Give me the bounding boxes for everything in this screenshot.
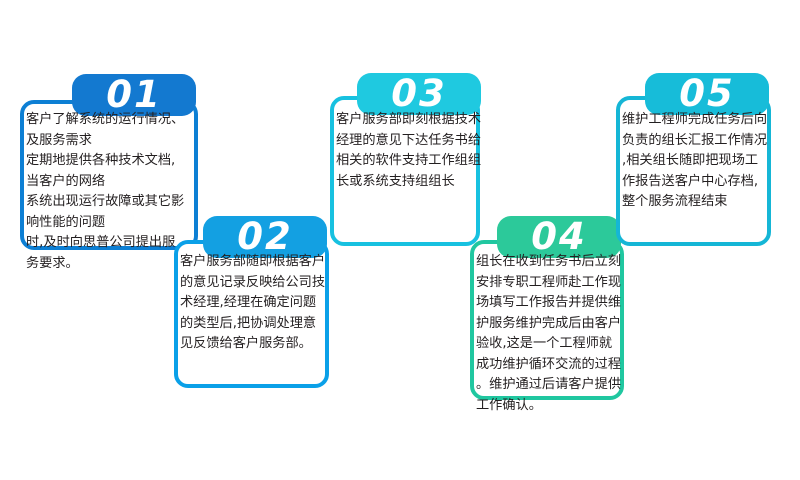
process-step-02-number-tab: 02 xyxy=(203,216,327,258)
process-step-01-number-tab: 01 xyxy=(72,74,196,116)
process-step-04-number-tab: 04 xyxy=(497,216,621,258)
process-step-02-number: 02 xyxy=(237,214,293,258)
process-step-03-number: 03 xyxy=(391,71,447,115)
process-step-03-panel xyxy=(330,96,480,246)
process-step-02-text: 客户服务部随即根据客户 的意见记录反映给公司技 术经理,经理在确定问题 的类型后… xyxy=(180,254,326,351)
process-step-05-number-tab: 05 xyxy=(645,73,769,115)
process-step-01-text: 客户了解系统的运行情况、 及服务需求 定期地提供各种技术文档, 当客户的网络 系… xyxy=(26,112,185,271)
process-step-04-panel xyxy=(470,240,624,400)
process-step-04-text: 组长在收到任务书后立刻 安排专职工程师赴工作现 场填写工作报告并提供维 护服务维… xyxy=(476,254,622,413)
process-step-05-number: 05 xyxy=(679,71,735,115)
process-step-01-number: 01 xyxy=(106,72,162,116)
process-step-05-panel xyxy=(616,96,771,246)
process-step-03-text: 客户服务部即刻根据技术 经理的意见下达任务书给 相关的软件支持工作组组 长或系统… xyxy=(336,112,482,189)
process-step-03-number-tab: 03 xyxy=(357,73,481,115)
process-step-04-number: 04 xyxy=(531,214,587,258)
process-step-05-text: 维护工程师完成任务后向 负责的组长汇报工作情况 ,相关组长随即把现场工 作报告送… xyxy=(622,112,768,209)
